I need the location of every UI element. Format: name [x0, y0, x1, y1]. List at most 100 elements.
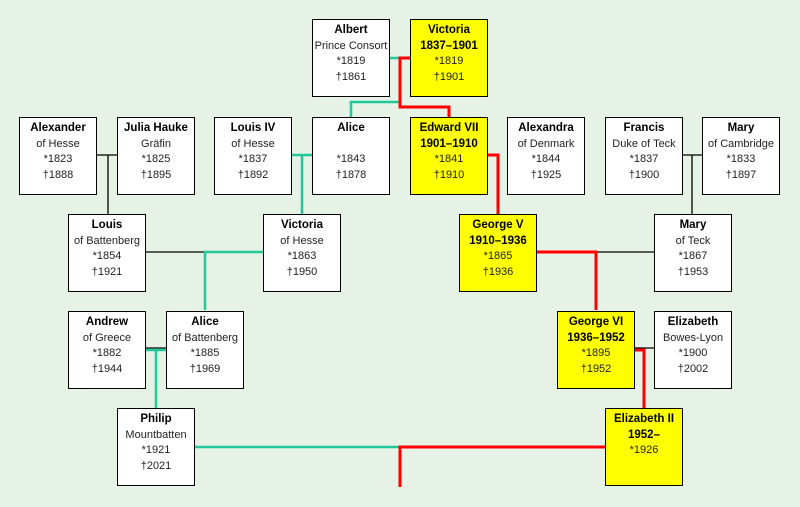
person-victoria: Victoria 1837–1901 *1819 †1901	[410, 19, 488, 97]
person-birth: *1921	[141, 444, 171, 456]
person-name: Victoria	[428, 24, 470, 36]
person-death: †1950	[286, 265, 318, 278]
person-victoria-hesse: Victoria of Hesse *1863 †1950	[263, 214, 341, 292]
person-alice-battenberg: Alice of Battenberg *1885 †1969	[166, 311, 244, 389]
person-death: †1952	[580, 362, 612, 375]
person-birth: *1900	[678, 347, 708, 359]
person-george-vi: George VI 1936–1952 *1895 †1952	[557, 311, 635, 389]
person-birth: *1844	[531, 153, 561, 165]
person-name: Louis IV	[230, 122, 276, 134]
person-mary-cambridge: Mary of Cambridge *1833 †1897	[702, 117, 780, 195]
person-birth: *1854	[92, 250, 122, 262]
person-birth: *1833	[726, 153, 756, 165]
person-title: of Greece	[82, 331, 132, 344]
person-name: Elizabeth II	[613, 413, 675, 425]
person-name: George V	[472, 219, 524, 231]
person-title: of Hesse	[231, 137, 275, 150]
person-death: †1892	[237, 168, 269, 181]
person-birth: *1837	[238, 153, 268, 165]
person-name: Louis	[91, 219, 123, 231]
person-death: †1861	[335, 70, 367, 83]
person-title: Gräfin	[141, 137, 171, 150]
person-andrew: Andrew of Greece *1882 †1944	[68, 311, 146, 389]
person-name: Edward VII	[419, 122, 479, 134]
person-death: †1944	[91, 362, 123, 375]
person-birth: *1885	[190, 347, 220, 359]
person-reign: 1901–1910	[420, 137, 478, 150]
person-birth: *1926	[629, 444, 659, 456]
person-birth: *1865	[483, 250, 513, 262]
person-birth: *1823	[43, 153, 73, 165]
person-name: Andrew	[85, 316, 129, 328]
person-name: Philip	[140, 413, 172, 425]
person-birth: *1882	[92, 347, 122, 359]
person-death: †2002	[677, 362, 709, 375]
person-alice: Alice *1843 †1878	[312, 117, 390, 195]
person-name: Francis	[623, 122, 665, 134]
person-philip: Philip Mountbatten *1921 †2021	[117, 408, 195, 486]
person-name: Elizabeth	[667, 316, 719, 328]
person-name: Mary	[727, 122, 755, 134]
person-title: Bowes-Lyon	[662, 331, 724, 344]
person-death: †1878	[335, 168, 367, 181]
person-title-blank	[313, 137, 389, 153]
person-elizabeth-bowes-lyon: Elizabeth Bowes-Lyon *1900 †2002	[654, 311, 732, 389]
person-title: of Battenberg	[171, 331, 239, 344]
person-name: Albert	[334, 24, 368, 36]
person-death: †1901	[433, 70, 465, 83]
person-albert: Albert Prince Consort *1819 †1861	[312, 19, 390, 97]
person-death: †1953	[677, 265, 709, 278]
person-title: of Teck	[675, 234, 711, 247]
person-name: Mary	[679, 219, 707, 231]
person-birth: *1819	[336, 55, 366, 67]
person-birth: *1837	[629, 153, 659, 165]
person-title: of Hesse	[280, 234, 324, 247]
person-title: of Hesse	[36, 137, 80, 150]
person-name: George VI	[568, 316, 624, 328]
person-alexander: Alexander of Hesse *1823 †1888	[19, 117, 97, 195]
person-name: Alexander	[30, 122, 86, 134]
person-name: Alice	[337, 122, 365, 134]
person-name: Victoria	[281, 219, 323, 231]
person-birth: *1863	[287, 250, 317, 262]
person-title: of Battenberg	[73, 234, 141, 247]
person-george-v: George V 1910–1936 *1865 †1936	[459, 214, 537, 292]
person-birth: *1841	[434, 153, 464, 165]
person-mary-teck: Mary of Teck *1867 †1953	[654, 214, 732, 292]
person-death: †1910	[433, 168, 465, 181]
person-francis: Francis Duke of Teck *1837 †1900	[605, 117, 683, 195]
person-title: Prince Consort	[314, 39, 388, 52]
person-reign: 1910–1936	[469, 234, 527, 247]
person-birth: *1825	[141, 153, 171, 165]
person-louis-iv: Louis IV of Hesse *1837 †1892	[214, 117, 292, 195]
person-name: Julia Hauke	[124, 122, 188, 134]
person-death: †1900	[628, 168, 660, 181]
person-death: †1895	[140, 168, 172, 181]
person-birth: *1843	[336, 153, 366, 165]
person-death: †1969	[189, 362, 221, 375]
person-title: Duke of Teck	[612, 137, 676, 150]
person-death: †1925	[530, 168, 562, 181]
person-reign: 1936–1952	[567, 331, 625, 344]
person-name: Alice	[191, 316, 219, 328]
person-title: of Denmark	[517, 137, 575, 150]
person-reign: 1952–	[628, 428, 660, 441]
person-julia-hauke: Julia Hauke Gräfin *1825 †1895	[117, 117, 195, 195]
person-birth: *1867	[678, 250, 708, 262]
person-death: †1897	[725, 168, 757, 181]
person-title: of Cambridge	[707, 137, 775, 150]
person-death: †2021	[140, 459, 172, 472]
person-louis-battenberg: Louis of Battenberg *1854 †1921	[68, 214, 146, 292]
person-reign: 1837–1901	[420, 39, 478, 52]
person-title: Mountbatten	[125, 428, 187, 441]
person-birth: *1819	[434, 55, 464, 67]
person-death: †1921	[91, 265, 123, 278]
person-elizabeth-ii: Elizabeth II 1952– *1926	[605, 408, 683, 486]
person-death: †1936	[482, 265, 514, 278]
person-alexandra: Alexandra of Denmark *1844 †1925	[507, 117, 585, 195]
person-birth: *1895	[581, 347, 611, 359]
person-edward-vii: Edward VII 1901–1910 *1841 †1910	[410, 117, 488, 195]
person-name: Alexandra	[518, 122, 574, 134]
person-death: †1888	[42, 168, 74, 181]
